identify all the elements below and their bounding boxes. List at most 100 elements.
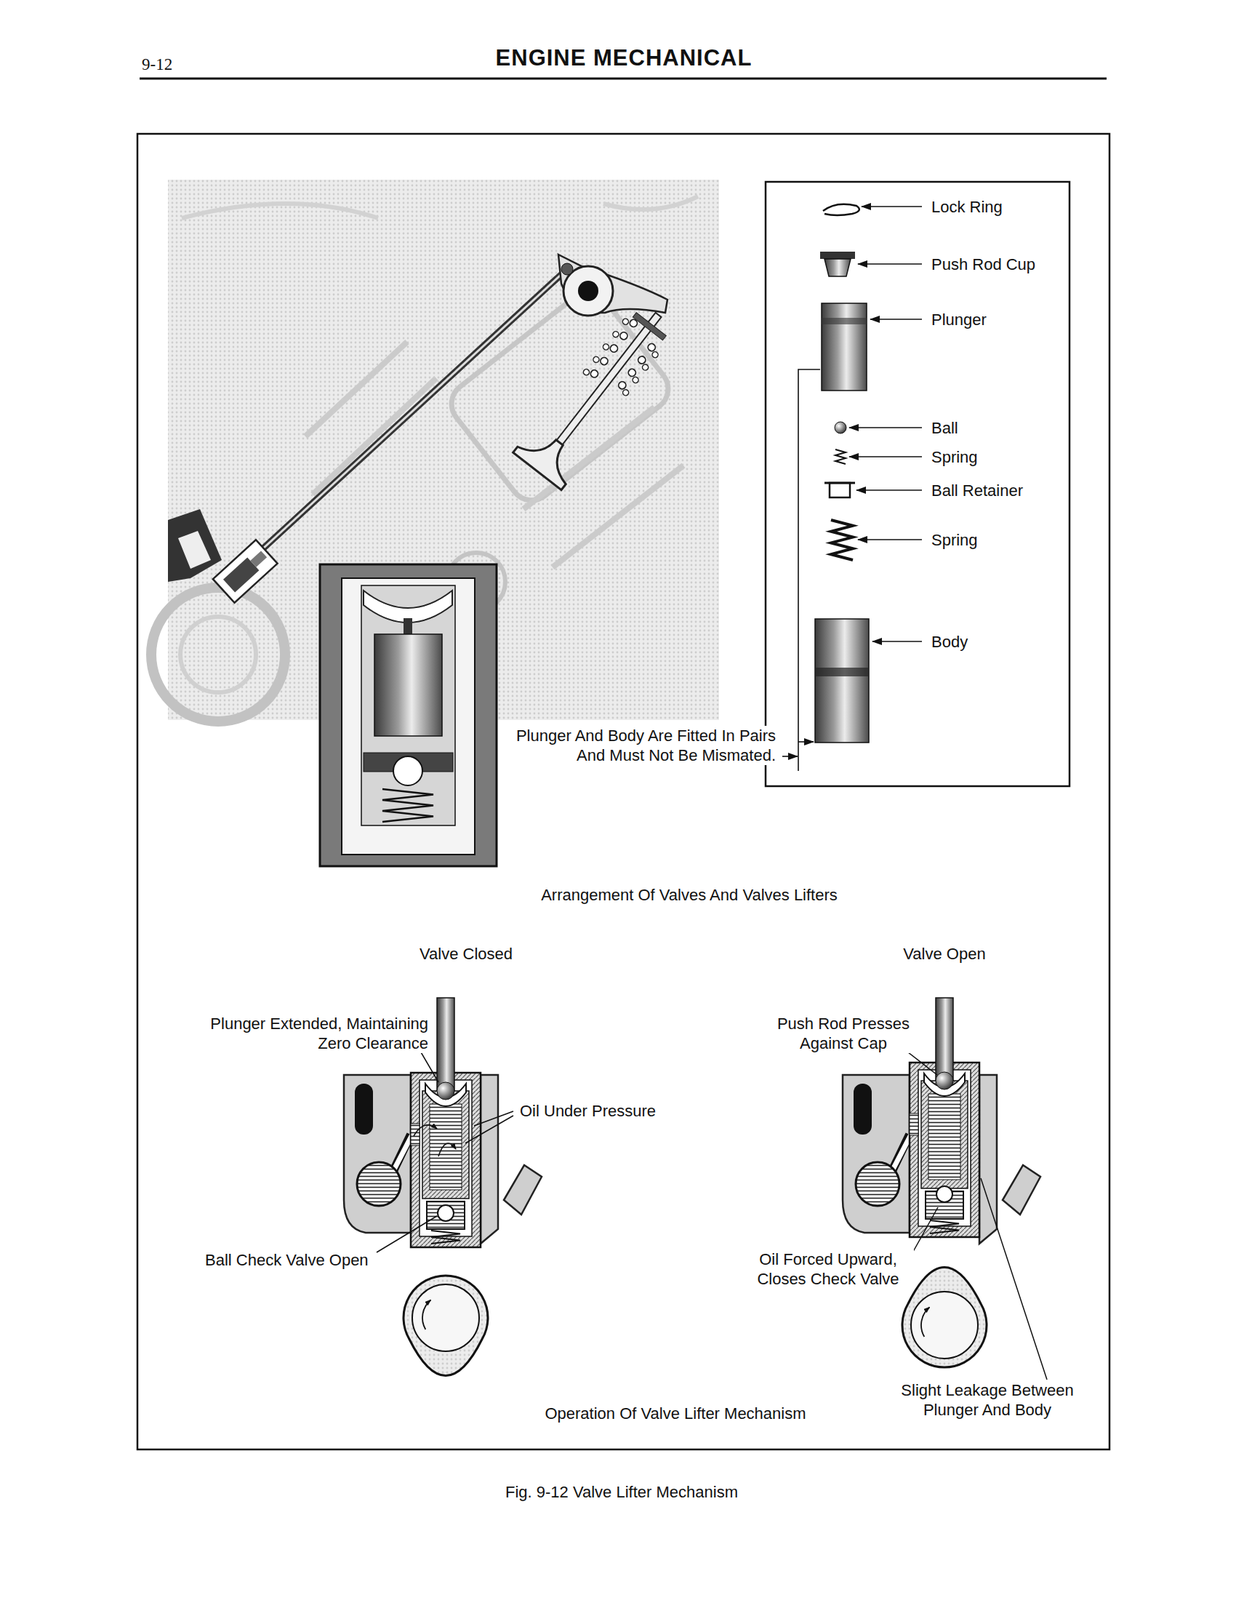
push-rod-end [935,1071,954,1090]
lifter-body [213,539,278,603]
oil-gallery [855,1161,900,1206]
valve-spring-coil [602,342,611,351]
valve-spring-coil [618,330,629,341]
part-label: Body [929,631,970,652]
block-spur [1002,1164,1041,1215]
push-rod-cup [824,258,851,277]
valve-spring-coil [626,367,637,378]
sub-heading: Operation Of Valve Lifter Mechanism [542,1403,808,1423]
plunger [422,1090,469,1199]
oil-passage [892,1134,912,1171]
part-label: Lock Ring [929,197,1005,217]
figure-frame [137,133,1110,1450]
ball-part [834,421,847,434]
valve-spring-coil [650,350,659,359]
casting-edge [181,196,698,219]
valve-spring-coil [608,343,619,354]
section-ball [393,756,423,786]
header-rule [139,77,1107,80]
lock-ring [823,204,860,216]
push-rod [935,997,954,1081]
sub-heading: Valve Open [900,943,988,964]
section-body [341,578,475,855]
oil-in-plunger [429,1103,462,1190]
leader-line [910,1206,938,1257]
cup-flange [820,251,856,259]
rotation-arrow [422,1299,431,1330]
lifter-bore [419,1079,472,1236]
lifter-closed [343,997,542,1376]
pointer-arrow [857,538,922,541]
block-slot [354,1083,373,1135]
section-spring [382,788,434,822]
inset-frame [319,564,497,866]
sub-heading: Arrangement Of Valves And Valves Lifters [538,884,840,905]
page-number: 9-12 [139,54,175,75]
block-slot [853,1083,872,1135]
retainer-flange [824,482,856,485]
pair-bracket [798,369,821,771]
page-title: ENGINE MECHANICAL [493,45,755,72]
cam-ring [412,1283,480,1351]
valve-spring-coil [646,342,657,353]
head-casting [442,283,677,509]
part-label: Ball Check Valve Open [202,1249,371,1270]
ball-retainer [426,1201,465,1229]
cam-lobe [403,1275,488,1376]
cam-lobe [902,1267,987,1368]
part-label: Spring [929,447,981,467]
part-label: Push Rod Presses Against Cap [764,1013,922,1053]
pushrod [254,269,568,557]
oil-flow-arrow [413,1124,437,1136]
small-spring-part [835,449,846,464]
section-plunger [374,633,443,736]
plunger-spring [431,1230,461,1244]
valve-stem [555,312,662,447]
sub-heading: Valve Closed [417,943,515,964]
parts-panel [765,181,1070,786]
part-label: Oil Under Pressure [517,1100,658,1121]
part-label: Oil Forced Upward, Closes Check Valve [742,1249,914,1289]
valve-spring-coil [611,330,620,339]
oil-flow-arrow [438,1142,456,1157]
exploded-view [765,181,1070,786]
figure-caption: Fig. 9-12 Valve Lifter Mechanism [503,1481,741,1502]
part-label: Plunger And Body Are Fitted In Pairs And… [500,725,778,765]
pointer-arrow [857,263,922,265]
part-label: Push Rod Cup [929,254,1038,275]
pointer-arrow [872,640,922,642]
part-label: Ball [929,418,961,438]
pointer-arrow [856,489,922,491]
plunger [921,1080,968,1189]
adjacent-lifter [167,508,222,582]
part-label: Plunger Extended, Maintaining Zero Clear… [207,1013,431,1053]
lifter-bore [918,1069,971,1226]
plunger-spring [929,1220,959,1234]
valve-spring-coil [631,375,640,384]
valve-spring-coil [636,354,648,365]
lifter-body [410,1072,481,1247]
lifter-section-inset [319,564,497,866]
valve-spring-coil [591,355,600,364]
leader-line [465,1115,514,1143]
leader-line [980,1177,1047,1380]
pushrod-ball [561,263,573,275]
block-spur [503,1164,542,1215]
valve-spring-coil [641,362,650,371]
plunger-spring-part [831,519,853,560]
adjacent-lifter-face [178,530,211,569]
body-part [815,618,869,743]
pointer-arrow [870,318,922,320]
leader-line [376,1215,437,1252]
valve-spring-coil [582,367,591,376]
valve-head [513,423,584,491]
spring-retainer [632,312,666,341]
valve-spring-coil [628,317,639,328]
photo-lifter [213,539,278,603]
check-ball [437,1204,454,1221]
check-ball [936,1185,953,1202]
pointer-arrow [849,426,922,429]
pushrod-highlight [254,269,568,557]
oil-in-plunger [928,1093,961,1180]
